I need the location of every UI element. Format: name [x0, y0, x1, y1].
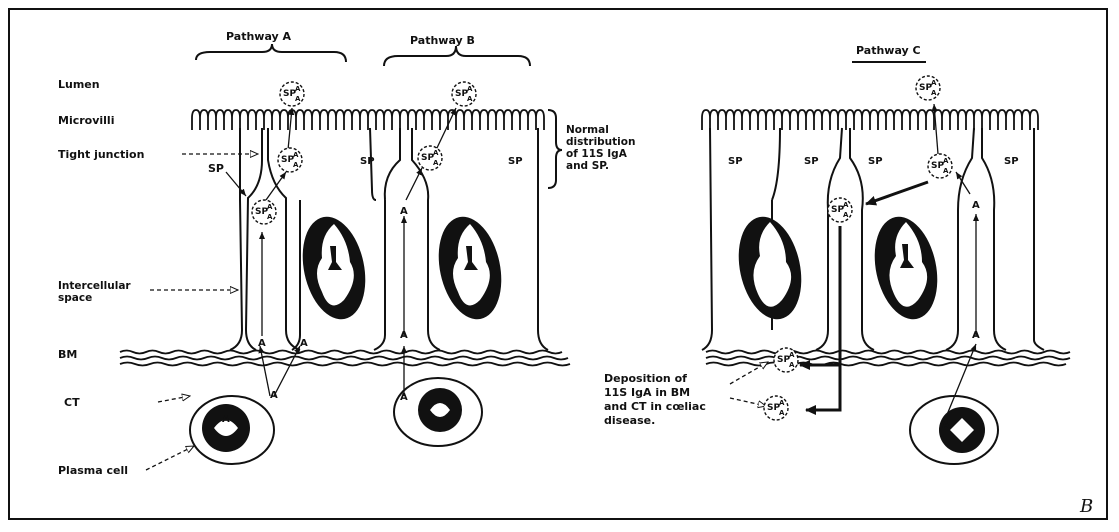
cell-label-a: A [972, 200, 980, 211]
pathway-b-label: Pathway B [410, 34, 475, 47]
svg-text:A: A [293, 161, 299, 169]
transport-arrows-right [934, 104, 976, 422]
normal-distribution-label: Normal distribution of 11S IgA and SP. [566, 124, 635, 172]
nucleus-left-1 [294, 211, 374, 325]
nucleus-right-2 [866, 211, 946, 325]
svg-text:A: A [789, 361, 795, 369]
svg-text:A: A [789, 351, 795, 359]
cell-label-sp: SP [1004, 156, 1019, 167]
svg-text:A: A [295, 95, 301, 103]
ct-label: CT [64, 396, 80, 409]
svg-text:A: A [433, 149, 439, 157]
svg-text:A: A [943, 157, 949, 165]
nucleus-right-1 [730, 211, 810, 325]
svg-text:A: A [467, 85, 473, 93]
cell-label-sp: SP [868, 156, 883, 167]
tight-junction-label: Tight junction [58, 148, 144, 161]
cell-label-a: A [972, 330, 980, 341]
deposition-label: Deposition of 11S IgA in BM and CT in cœ… [604, 372, 706, 428]
pathway-c-label: Pathway C [856, 44, 921, 57]
svg-text:A: A [779, 399, 785, 407]
cell-label-sp: SP [360, 156, 375, 167]
svg-text:A: A [293, 151, 299, 159]
cell-label-a: A [270, 390, 278, 401]
signature: B [1079, 496, 1093, 517]
pathway-b-brace [384, 46, 530, 66]
cell-label-a: A [258, 338, 266, 349]
cell-label-a: A [300, 338, 308, 349]
svg-text:A: A [467, 95, 473, 103]
cell-label-sp: SP [728, 156, 743, 167]
pathway-a-brace [196, 44, 346, 62]
cell-label-sp: SP [804, 156, 819, 167]
cell-label-a: A [400, 330, 408, 341]
microvilli-right [702, 110, 1038, 130]
svg-text:A: A [267, 213, 273, 221]
microvilli-label: Microvilli [58, 114, 114, 127]
sp-pointer-line [226, 172, 246, 196]
sp-pointer-label: SP [208, 162, 224, 175]
cell-label-a: A [400, 392, 408, 403]
pathway-a-label: Pathway A [226, 30, 291, 43]
svg-text:A: A [295, 85, 301, 93]
normal-distribution-bracket [548, 110, 562, 188]
plasma-cell-label: Plasma cell [58, 464, 128, 477]
plasma-cell-middle [394, 378, 482, 446]
cell-label-a: A [942, 420, 950, 431]
svg-text:A: A [267, 203, 273, 211]
nucleus-left-2 [430, 211, 510, 325]
intercellular-space-label: Intercellular space [58, 280, 131, 304]
cell-label-a: A [400, 206, 408, 217]
plasma-cell-right [910, 396, 998, 464]
cell-label-a: A [222, 414, 230, 425]
plasma-cell-left [190, 396, 274, 464]
bm-label: BM [58, 348, 77, 361]
svg-text:A: A [433, 159, 439, 167]
lumen-label: Lumen [58, 78, 100, 91]
svg-text:A: A [843, 201, 849, 209]
svg-text:A: A [931, 79, 937, 87]
svg-text:A: A [931, 89, 937, 97]
svg-text:A: A [779, 409, 785, 417]
microvilli-left [192, 110, 544, 130]
cell-label-sp: SP [508, 156, 523, 167]
svg-text:A: A [843, 211, 849, 219]
svg-text:A: A [943, 167, 949, 175]
